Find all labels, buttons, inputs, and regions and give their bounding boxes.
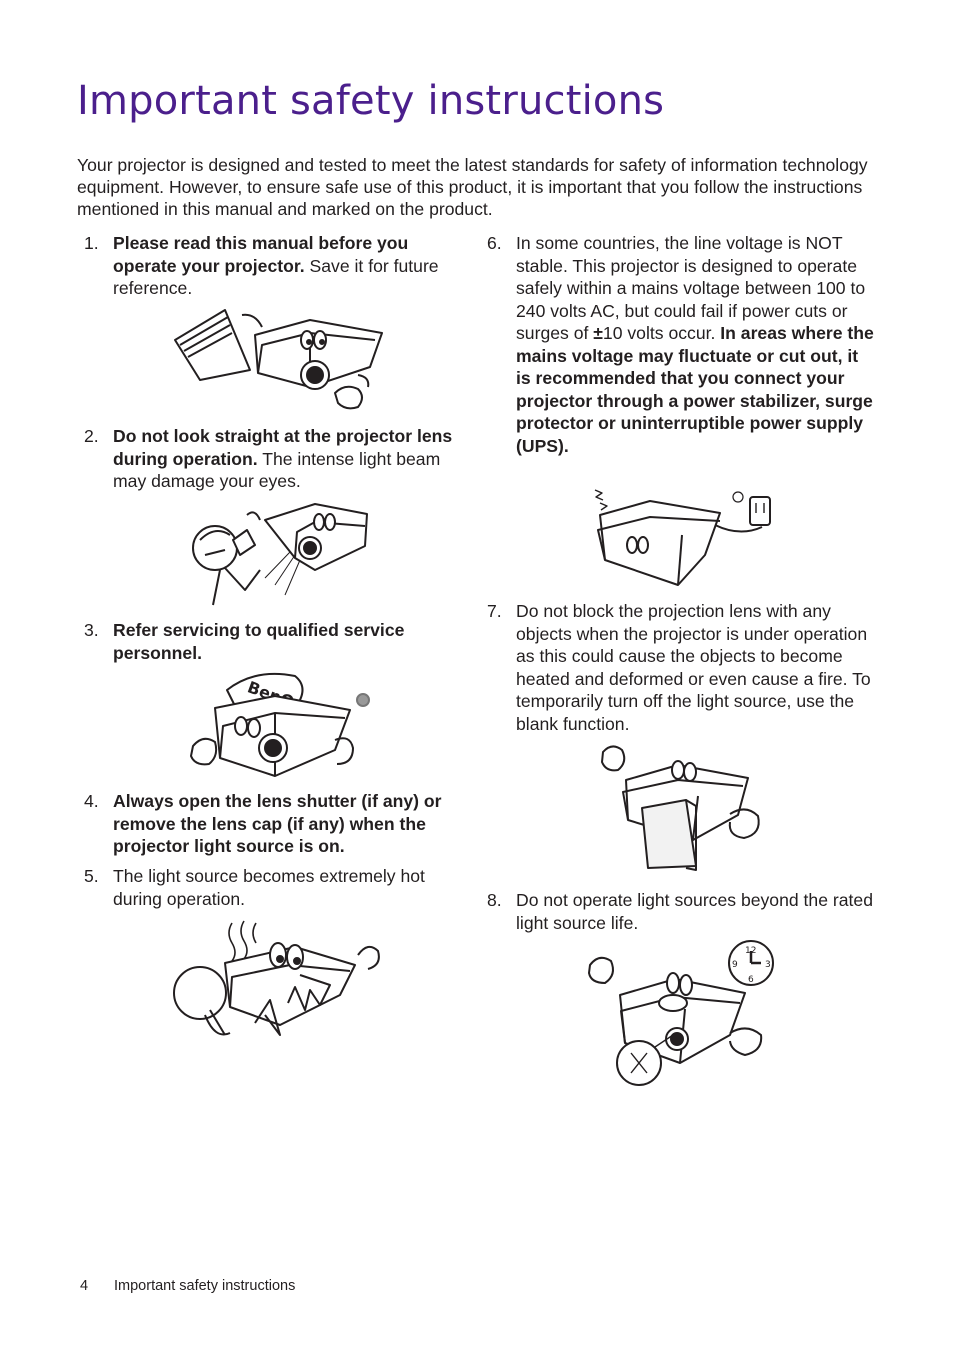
clock-number-3: 3 — [765, 960, 771, 970]
item-text: In some countries, the line voltage is N… — [516, 233, 866, 343]
item-text: Save it for future reference. — [113, 255, 439, 299]
eye-warning-illustration — [185, 500, 375, 610]
item-number: 6. — [487, 233, 502, 253]
item-bold-text: Always open the lens shutter (if any) or… — [113, 791, 442, 856]
page-title: Important safety instructions — [77, 78, 665, 124]
power-stabilizer-illustration — [590, 485, 780, 590]
item-number: 8. — [487, 890, 502, 910]
item-bold-text: In areas where the mains voltage may flu… — [516, 323, 874, 456]
blocked-lens-illustration — [598, 740, 773, 875]
clock-number-6: 6 — [748, 975, 754, 985]
item-number: 5. — [84, 866, 99, 886]
item-number: 4. — [84, 791, 99, 811]
item-text-continued: 10 volts occur. — [602, 323, 721, 343]
clock-number-9: 9 — [732, 960, 738, 970]
item-text: Do not operate light sources beyond the … — [516, 890, 873, 933]
item-text: The light source becomes extremely hot d… — [113, 866, 425, 909]
hot-light-source-illustration — [170, 915, 390, 1045]
intro-paragraph: Your projector is designed and tested to… — [77, 155, 868, 219]
page-number: 4 — [80, 1278, 89, 1294]
item-text: Do not block the projection lens with an… — [516, 601, 871, 734]
plus-minus-sign: ± — [593, 323, 603, 343]
footer-section-title: Important safety instructions — [114, 1278, 296, 1294]
item-number: 7. — [487, 601, 502, 621]
item-number: 3. — [84, 620, 99, 640]
item-number: 2. — [84, 426, 99, 446]
item-bold-text: Please read this manual before you opera… — [113, 233, 409, 276]
item-bold-text: Do not look straight at the projector le… — [113, 426, 453, 469]
read-manual-illustration — [170, 305, 390, 415]
servicing-illustration: BenQ — [185, 668, 375, 783]
item-bold-text: Refer servicing to qualified service per… — [113, 620, 405, 663]
item-text: The intense light beam may damage your e… — [113, 448, 441, 492]
item-number: 1. — [84, 233, 99, 253]
light-source-life-illustration: 12 3 6 9 — [585, 935, 780, 1090]
